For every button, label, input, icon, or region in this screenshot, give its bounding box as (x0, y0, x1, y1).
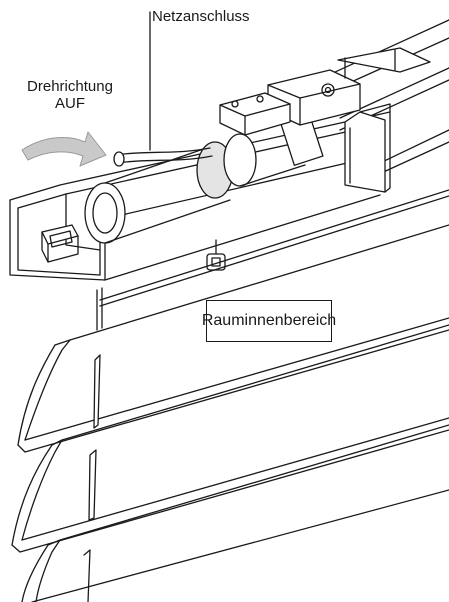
gear-housing-right (267, 47, 431, 126)
rotation-direction-label: Drehrichtung AUF (8, 78, 132, 113)
interior-area-label: Rauminnenbereich (202, 300, 336, 342)
power-connection-label: Netzanschluss (152, 8, 250, 25)
shaft-square (41, 224, 79, 263)
slat-3 (21, 424, 449, 602)
power-cable (113, 147, 213, 167)
gear-housing-left (219, 92, 291, 136)
rotation-direction-line1: Drehrichtung (27, 78, 113, 95)
slat-2 (11, 324, 449, 553)
motor-tube (84, 102, 324, 244)
ladder-cords (96, 287, 103, 331)
mounting-clip (344, 103, 391, 193)
rotation-arrow (21, 131, 107, 167)
slat-1 (17, 224, 449, 453)
rotation-direction-line2: AUF (55, 95, 85, 113)
rail-bottom-edge (99, 189, 449, 307)
